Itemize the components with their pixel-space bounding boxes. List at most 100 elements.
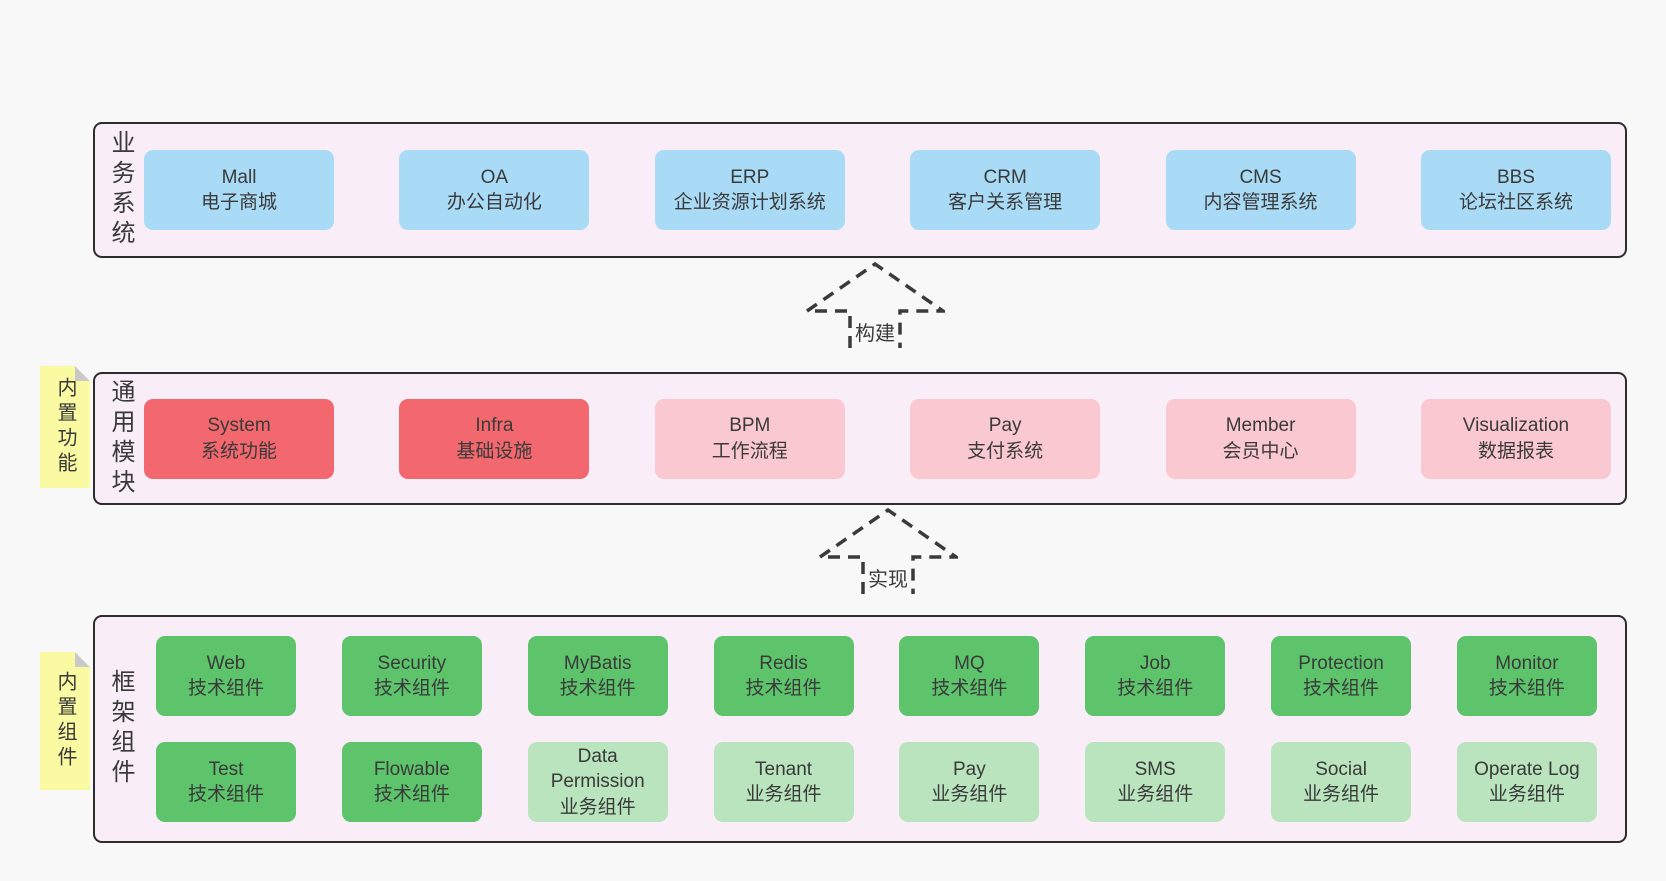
component-box-tenant: Tenant 业务组件 bbox=[713, 742, 854, 822]
common-modules-panel-label: 通用模块 bbox=[107, 378, 134, 499]
box-subtitle: 业务组件 bbox=[1488, 784, 1565, 805]
box-title: ERP bbox=[730, 166, 770, 188]
box-subtitle: 系统功能 bbox=[200, 440, 277, 462]
common-modules-panel: 通用模块 System 系统功能 Infra 基础设施 BPM 工作流程 Pay… bbox=[93, 372, 1627, 505]
box-subtitle: 电子商城 bbox=[200, 192, 277, 213]
box-title: Monitor bbox=[1495, 652, 1559, 674]
box-subtitle: 支付系统 bbox=[967, 440, 1044, 462]
component-box-mybatis: MyBatis 技术组件 bbox=[527, 636, 668, 716]
arrow-up-icon bbox=[805, 261, 945, 348]
box-subtitle: 技术组件 bbox=[931, 678, 1008, 699]
box-subtitle: 技术组件 bbox=[373, 678, 450, 699]
build-arrow: 构建 bbox=[805, 260, 945, 350]
business-systems-panel: 业务系统 Mall 电子商城 OA 办公自动化 ERP 企业资源计划系统 CRM… bbox=[93, 122, 1627, 258]
box-subtitle: 技术组件 bbox=[1488, 678, 1565, 699]
system-box-erp: ERP 企业资源计划系统 bbox=[654, 150, 845, 230]
box-title: Redis bbox=[759, 652, 808, 674]
business-systems-panel-label: 业务系统 bbox=[107, 130, 134, 250]
implement-arrow: 实现 bbox=[818, 506, 958, 596]
module-box-pay: Pay 支付系统 bbox=[910, 398, 1101, 479]
box-title: Security bbox=[377, 652, 447, 674]
box-title: Web bbox=[206, 652, 246, 674]
common-modules-box-row: System 系统功能 Infra 基础设施 BPM 工作流程 Pay 支付系统… bbox=[132, 398, 1625, 479]
component-box-flowable: Flowable 技术组件 bbox=[341, 742, 482, 822]
framework-components-rows: Web 技术组件 Security 技术组件 MyBatis 技术组件 Redi… bbox=[132, 636, 1625, 822]
component-box-web: Web 技术组件 bbox=[156, 636, 296, 716]
module-box-system: System 系统功能 bbox=[144, 398, 334, 479]
box-title: Mall bbox=[221, 166, 257, 188]
box-title: SMS bbox=[1134, 758, 1176, 780]
component-box-operate-log: Operate Log 业务组件 bbox=[1456, 742, 1597, 822]
box-title: BPM bbox=[729, 415, 771, 437]
box-subtitle: 客户关系管理 bbox=[948, 192, 1063, 213]
box-subtitle: 业务组件 bbox=[745, 784, 822, 805]
box-subtitle: 技术组件 bbox=[1117, 678, 1194, 699]
box-subtitle: 数据报表 bbox=[1477, 440, 1554, 462]
box-subtitle: 内容管理系统 bbox=[1203, 192, 1318, 213]
framework-components-panel: 框架组件 Web 技术组件 Security 技术组件 MyBatis 技术组件… bbox=[93, 615, 1627, 843]
component-box-redis: Redis 技术组件 bbox=[713, 636, 854, 716]
component-box-job: Job 技术组件 bbox=[1085, 636, 1226, 716]
box-subtitle: 业务组件 bbox=[1117, 784, 1194, 805]
box-subtitle: 工作流程 bbox=[711, 440, 788, 462]
implement-arrow-label: 实现 bbox=[868, 569, 908, 591]
component-box-mq: MQ 技术组件 bbox=[899, 636, 1040, 716]
system-box-crm: CRM 客户关系管理 bbox=[910, 150, 1101, 230]
system-box-mall: Mall 电子商城 bbox=[144, 150, 334, 230]
box-subtitle: 论坛社区系统 bbox=[1458, 192, 1573, 213]
box-title: Tenant bbox=[755, 758, 813, 780]
framework-components-panel-label: 框架组件 bbox=[107, 669, 134, 789]
box-title: Test bbox=[208, 758, 244, 780]
component-box-data-permission: Data Permission 业务组件 bbox=[527, 742, 668, 822]
component-box-social: Social 业务组件 bbox=[1271, 742, 1412, 822]
module-box-bpm: BPM 工作流程 bbox=[654, 398, 845, 479]
box-subtitle: 办公自动化 bbox=[446, 192, 542, 213]
box-title: MyBatis bbox=[563, 652, 632, 674]
system-box-oa: OA 办公自动化 bbox=[399, 150, 590, 230]
arrow-up-icon bbox=[818, 507, 958, 594]
module-box-member: Member 会员中心 bbox=[1165, 398, 1356, 479]
box-subtitle: 技术组件 bbox=[559, 678, 636, 699]
box-subtitle: 技术组件 bbox=[187, 784, 264, 805]
box-title: Data Permission bbox=[550, 746, 645, 793]
box-subtitle: 技术组件 bbox=[187, 678, 264, 699]
box-title: Pay bbox=[988, 415, 1022, 437]
component-box-sms: SMS 业务组件 bbox=[1085, 742, 1226, 822]
built-in-components-sticky: 内置组件 bbox=[40, 652, 90, 790]
box-title: Operate Log bbox=[1474, 758, 1580, 780]
box-title: Member bbox=[1225, 415, 1296, 437]
box-subtitle: 技术组件 bbox=[745, 678, 822, 699]
folded-corner-icon bbox=[75, 366, 90, 381]
box-subtitle: 业务组件 bbox=[1303, 784, 1380, 805]
system-box-bbs: BBS 论坛社区系统 bbox=[1420, 150, 1611, 230]
box-subtitle: 会员中心 bbox=[1222, 440, 1299, 462]
component-box-protection: Protection 技术组件 bbox=[1271, 636, 1412, 716]
component-box-monitor: Monitor 技术组件 bbox=[1456, 636, 1597, 716]
component-box-security: Security 技术组件 bbox=[341, 636, 482, 716]
box-subtitle: 基础设施 bbox=[456, 440, 533, 462]
box-title: OA bbox=[480, 166, 509, 188]
business-systems-box-row: Mall 电子商城 OA 办公自动化 ERP 企业资源计划系统 CRM 客户关系… bbox=[132, 150, 1625, 230]
built-in-components-sticky-label: 内置组件 bbox=[54, 671, 76, 771]
box-title: MQ bbox=[954, 652, 985, 674]
system-box-cms: CMS 内容管理系统 bbox=[1165, 150, 1356, 230]
box-title: Visualization bbox=[1462, 415, 1570, 437]
box-title: Social bbox=[1315, 758, 1367, 780]
box-title: Infra bbox=[475, 415, 514, 437]
build-arrow-label: 构建 bbox=[855, 323, 895, 345]
built-in-features-sticky-label: 内置功能 bbox=[54, 377, 76, 477]
component-box-pay: Pay 业务组件 bbox=[899, 742, 1040, 822]
component-box-test: Test 技术组件 bbox=[156, 742, 296, 822]
box-title: BBS bbox=[1496, 166, 1535, 188]
folded-corner-icon bbox=[75, 652, 90, 667]
module-box-visualization: Visualization 数据报表 bbox=[1420, 398, 1611, 479]
built-in-features-sticky: 内置功能 bbox=[40, 366, 90, 488]
box-subtitle: 技术组件 bbox=[373, 784, 450, 805]
box-subtitle: 业务组件 bbox=[559, 796, 636, 818]
box-subtitle: 企业资源计划系统 bbox=[673, 192, 826, 213]
box-title: CMS bbox=[1239, 166, 1282, 188]
box-title: Protection bbox=[1298, 652, 1384, 674]
box-title: System bbox=[207, 415, 271, 437]
framework-row-2: Test 技术组件 Flowable 技术组件 Data Permission … bbox=[144, 742, 1611, 822]
